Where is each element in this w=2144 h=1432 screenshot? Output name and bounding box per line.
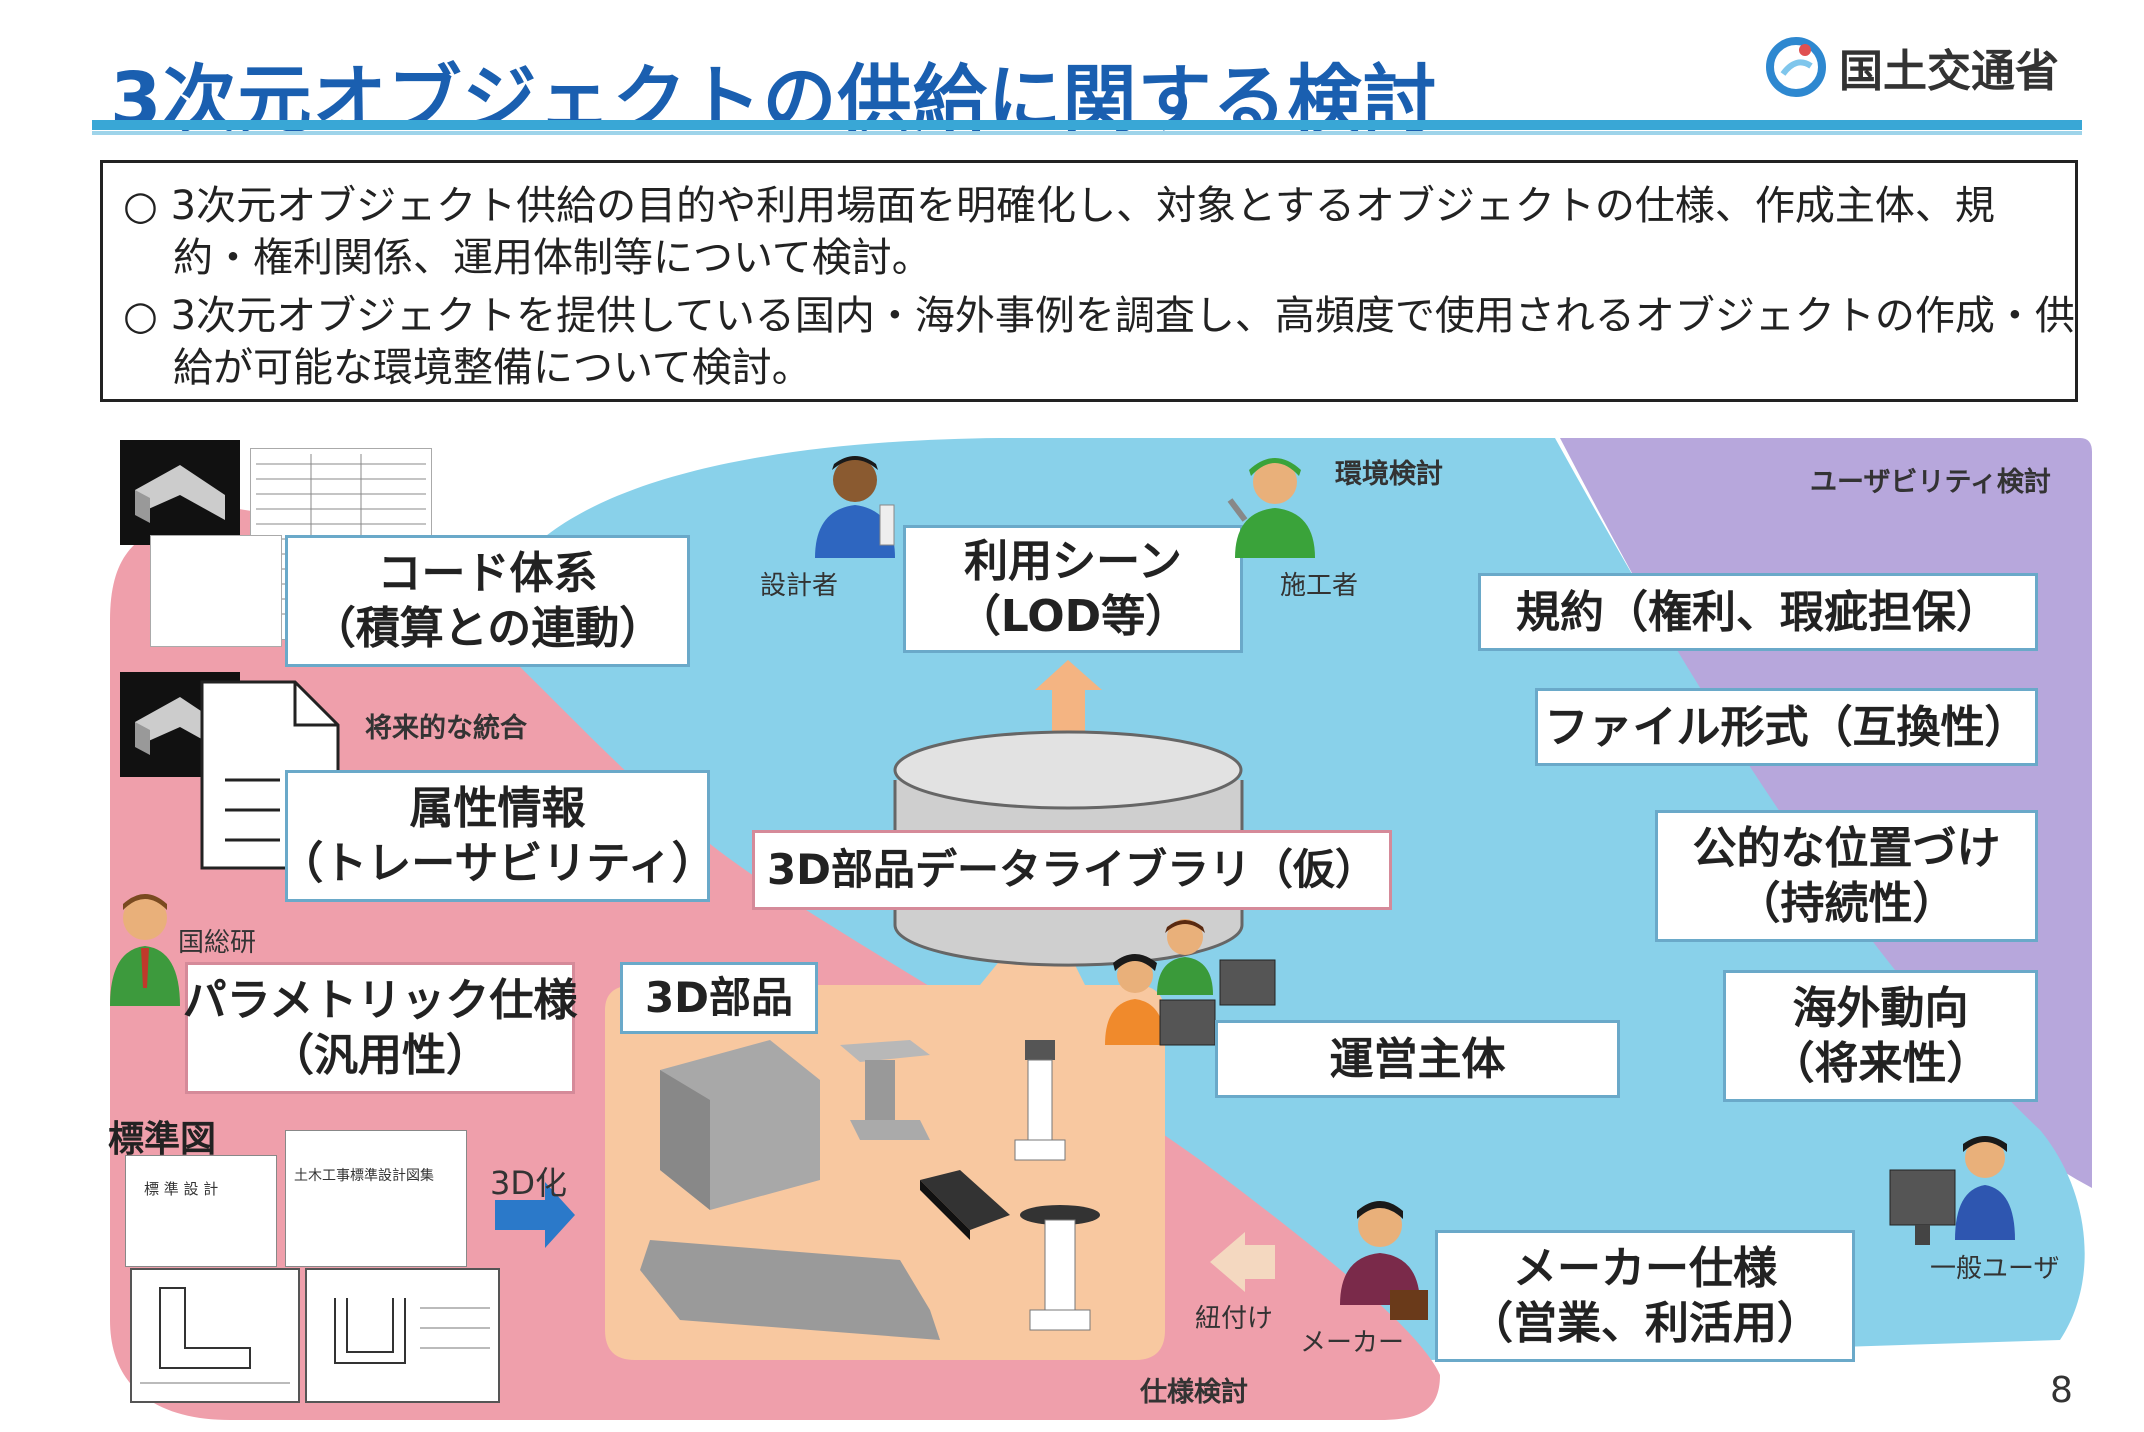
library-box: 3D部品データライブラリ（仮） bbox=[752, 830, 1392, 910]
summary-line: 約・権利関係、運用体制等について検討。 bbox=[173, 235, 932, 281]
parametric-title: パラメトリック仕様 bbox=[182, 975, 578, 1026]
constructor-label: 施工者 bbox=[1280, 571, 1359, 601]
designer-label: 設計者 bbox=[760, 571, 839, 601]
usage-scene-sub: （LOD等） bbox=[956, 591, 1190, 642]
general-user-icon bbox=[1889, 1136, 2015, 1245]
parametric-box: パラメトリック仕様 （汎用性） bbox=[182, 962, 578, 1094]
up-arrow bbox=[1035, 660, 1102, 735]
usage-scene-title: 利用シーン bbox=[964, 536, 1182, 587]
attributes-box: 属性情報 （トレーサビリティ） bbox=[279, 770, 716, 902]
title-underline bbox=[92, 120, 2082, 130]
maker-spec-sub: （営業、利活用） bbox=[1469, 1298, 1821, 1349]
drawing-collection-title: 土木工事標準設計図集 bbox=[294, 1168, 434, 1184]
attributes-title: 属性情報 bbox=[409, 783, 586, 834]
environment-label: 環境検討 bbox=[1335, 459, 1443, 490]
box-culvert-object-icon bbox=[920, 1170, 1010, 1240]
3d-parts-illustration bbox=[640, 1040, 1100, 1340]
maker-person-icon bbox=[1340, 1201, 1428, 1320]
u-channel-object-icon bbox=[135, 465, 225, 523]
pier-column-object-icon bbox=[1020, 1205, 1100, 1331]
link-arrow bbox=[1210, 1232, 1275, 1292]
designer-person-icon bbox=[815, 456, 895, 558]
standard-drawing-collection-cover: 土木工事標準設計図集 bbox=[285, 1130, 467, 1267]
overseas-sub: （将来性） bbox=[1770, 1038, 1991, 1089]
pillar-object-icon bbox=[1014, 1040, 1066, 1161]
summary-box: ○ 3次元オブジェクト供給の目的や利用場面を明確化し、対象とするオブジェクトの仕… bbox=[100, 160, 2078, 402]
code-system-box: コード体系 （積算との連動） bbox=[285, 535, 690, 667]
object-thumbnail-1 bbox=[120, 440, 240, 545]
attributes-sub: （トレーサビリティ） bbox=[279, 838, 716, 889]
to-3d-arrow bbox=[495, 1182, 575, 1248]
ministry-emblem-icon bbox=[1766, 37, 1826, 97]
parts-box: 3D部品 bbox=[620, 962, 818, 1034]
retaining-wall-object-icon bbox=[660, 1040, 820, 1210]
summary-line: 給が可能な環境整備について検討。 bbox=[173, 345, 812, 391]
nilim-label: 国総研 bbox=[178, 928, 257, 958]
standard-drawing-label: 標準図 bbox=[108, 1119, 217, 1160]
general-user-label: 一般ユーザ bbox=[1930, 1254, 2060, 1284]
pier-object-icon bbox=[840, 1040, 930, 1140]
usage-scene-box: 利用シーン （LOD等） bbox=[903, 525, 1243, 653]
future-integration-label: 将来的な統合 bbox=[365, 713, 527, 744]
specification-label: 仕様検討 bbox=[1140, 1377, 1248, 1408]
link-label: 紐付け bbox=[1195, 1304, 1274, 1334]
standard-design-cover: 標 準 設 計 bbox=[125, 1155, 277, 1267]
maker-spec-box: メーカー仕様 （営業、利活用） bbox=[1435, 1230, 1855, 1362]
standard-design-title: 標 準 設 計 bbox=[144, 1180, 219, 1198]
overseas-title: 海外動向 bbox=[1792, 983, 1969, 1034]
maker-spec-title: メーカー仕様 bbox=[1513, 1243, 1777, 1294]
nilim-person-icon bbox=[110, 894, 180, 1006]
title-underline-light bbox=[92, 131, 2082, 135]
summary-line: ○ 3次元オブジェクトを提供している国内・海外事例を調査し、高頻度で使用されるオ… bbox=[123, 293, 2075, 339]
parametric-sub: （汎用性） bbox=[270, 1030, 490, 1081]
usability-label: ユーザビリティ検討 bbox=[1810, 467, 2051, 498]
ministry-name: 国土交通省 bbox=[1839, 46, 2059, 97]
public-position-sub: （持続性） bbox=[1736, 878, 1957, 929]
operator-box: 運営主体 bbox=[1215, 1020, 1620, 1098]
ministry-logo: 国土交通省 bbox=[1765, 30, 2095, 104]
overseas-box: 海外動向 （将来性） bbox=[1723, 970, 2038, 1102]
code-system-title: コード体系 bbox=[377, 548, 598, 599]
operator-people-icon bbox=[1105, 919, 1276, 1046]
drawing-sheet-left bbox=[130, 1268, 300, 1403]
constructor-person-icon bbox=[1227, 458, 1315, 558]
summary-line: ○ 3次元オブジェクト供給の目的や利用場面を明確化し、対象とするオブジェクトの仕… bbox=[123, 183, 1995, 229]
table-document-thumbnail-2 bbox=[150, 535, 282, 647]
to-3d-label: 3D化 bbox=[490, 1164, 568, 1202]
maker-label: メーカー bbox=[1300, 1328, 1405, 1358]
terms-box: 規約（権利、瑕疵担保） bbox=[1478, 573, 2038, 651]
file-format-box: ファイル形式（互換性） bbox=[1535, 688, 2038, 766]
code-system-sub: （積算との連動） bbox=[311, 603, 664, 654]
public-position-box: 公的な位置づけ （持続性） bbox=[1655, 810, 2038, 942]
drawing-sheet-right bbox=[305, 1268, 500, 1403]
public-position-title: 公的な位置づけ bbox=[1692, 823, 2001, 874]
long-structure-object-icon bbox=[640, 1240, 940, 1340]
page-number: 8 bbox=[2050, 1370, 2073, 1411]
